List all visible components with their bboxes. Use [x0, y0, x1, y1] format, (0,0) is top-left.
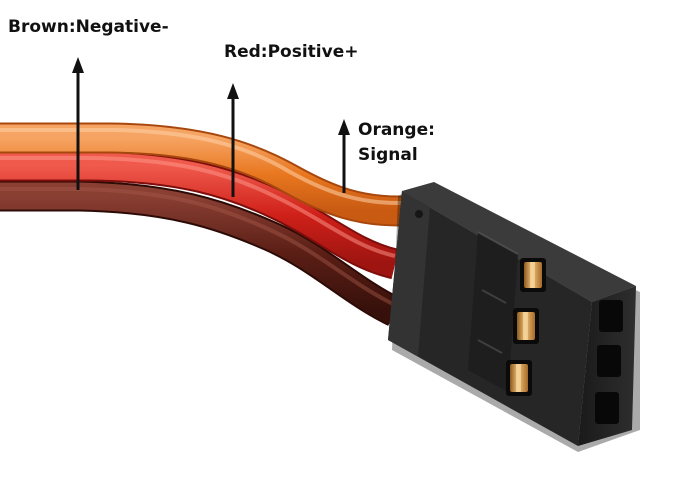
pin-brown-contact [506, 360, 532, 396]
connector-top-face [402, 182, 636, 302]
socket-top [599, 300, 623, 332]
wire-orange [0, 122, 406, 227]
pin-orange-contact [520, 258, 546, 292]
pin-red-contact [513, 308, 539, 344]
orange-wire-label-line2: Signal [358, 145, 418, 165]
socket-bottom [595, 392, 619, 424]
socket-middle [597, 345, 621, 377]
red-wire-label: Red:Positive+ [224, 42, 359, 62]
arrow-brown [72, 57, 84, 190]
wire-red [0, 150, 399, 280]
connector-housing [388, 182, 640, 452]
brown-wire-label: Brown:Negative- [8, 17, 169, 37]
arrow-red [227, 83, 239, 197]
wire-brown [0, 180, 402, 326]
orange-wire-label: Orange: Signal [358, 118, 435, 168]
arrow-orange [338, 119, 350, 193]
orange-wire-label-line1: Orange: [358, 120, 435, 140]
